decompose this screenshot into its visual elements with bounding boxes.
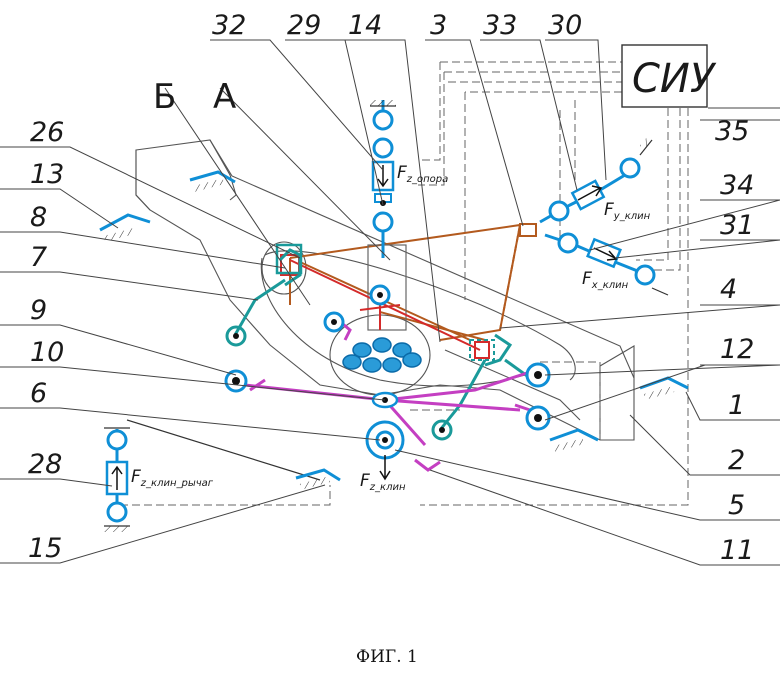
- siu-control-unit: СИУ: [622, 45, 717, 107]
- label-31: 31: [720, 210, 754, 241]
- force-label-x: Fx_клин: [582, 269, 629, 291]
- label-1: 1: [728, 390, 745, 421]
- siu-label: СИУ: [632, 56, 717, 102]
- force-label-support: Fz_опора: [397, 163, 448, 185]
- label-28: 28: [28, 449, 62, 480]
- force-sensor-y: [540, 136, 652, 222]
- label-4: 4: [720, 274, 737, 305]
- label-6: 6: [30, 378, 47, 409]
- label-15: 15: [28, 533, 62, 564]
- label-2: 2: [728, 445, 745, 476]
- label-5: 5: [728, 490, 745, 521]
- label-a: А: [213, 77, 236, 117]
- force-sensor-support: [370, 100, 396, 258]
- label-26: 26: [30, 117, 64, 148]
- label-11: 11: [720, 535, 754, 566]
- label-b: Б: [153, 77, 176, 117]
- force-label-z: Fz_клин: [360, 471, 406, 493]
- label-12: 12: [720, 334, 754, 365]
- label-34: 34: [720, 170, 754, 201]
- label-3: 3: [430, 10, 447, 41]
- label-9: 9: [30, 295, 47, 326]
- force-label-y: Fy_клин: [604, 200, 651, 222]
- label-10: 10: [30, 337, 64, 368]
- label-13: 13: [30, 159, 64, 190]
- label-8: 8: [30, 202, 47, 233]
- label-7: 7: [30, 242, 47, 273]
- label-32: 32: [212, 10, 246, 41]
- blue-joints: [226, 286, 549, 458]
- figure-caption: ФИГ. 1: [356, 647, 418, 667]
- label-14: 14: [348, 10, 382, 41]
- label-33: 33: [483, 10, 517, 41]
- label-35: 35: [715, 116, 749, 147]
- label-30: 30: [548, 10, 582, 41]
- force-label-lever: Fz_клин_рычаг: [131, 467, 214, 489]
- label-29: 29: [287, 10, 321, 41]
- spring-package: [343, 338, 421, 372]
